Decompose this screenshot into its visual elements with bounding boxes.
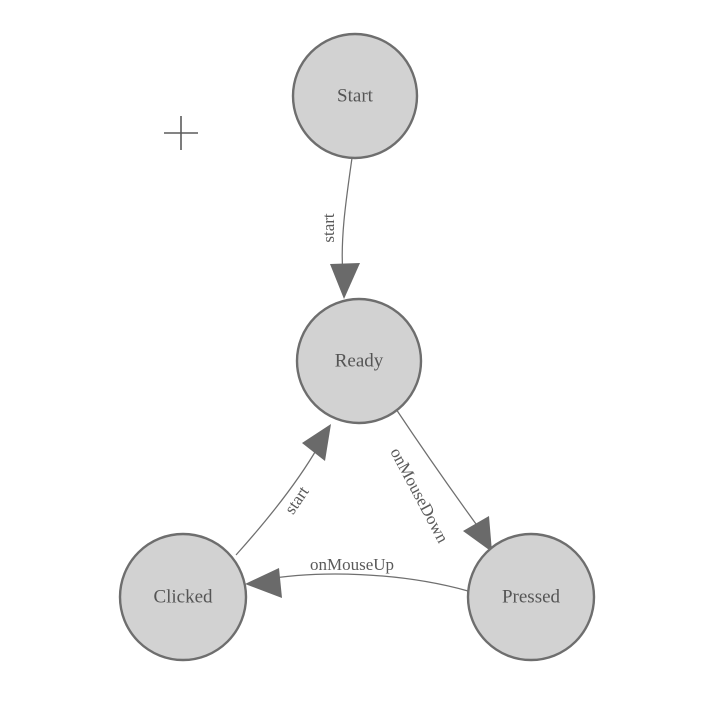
edge-label-ready-to-pressed: onMouseDown <box>386 445 452 547</box>
node-ready[interactable]: Ready <box>295 297 423 425</box>
node-ready-label: Ready <box>335 350 384 371</box>
edge-clicked-to-ready[interactable]: start <box>235 424 331 556</box>
edge-start-to-ready[interactable]: start <box>319 157 360 299</box>
edge-label-pressed-to-clicked: onMouseUp <box>310 555 394 574</box>
edge-path-start-to-ready <box>341 157 353 277</box>
node-clicked-circle[interactable] <box>118 532 248 662</box>
node-pressed[interactable]: Pressed <box>466 532 596 662</box>
node-pressed-label: Pressed <box>502 586 561 607</box>
node-clicked-label: Clicked <box>153 586 213 607</box>
arrowhead-into-ready-from-start <box>330 263 360 299</box>
node-start-circle[interactable] <box>291 32 419 160</box>
crosshair-icon <box>164 116 198 150</box>
arrowhead-into-pressed <box>463 516 492 552</box>
edge-pressed-to-clicked[interactable]: onMouseUp <box>245 555 469 598</box>
edge-label-start-to-ready: start <box>319 213 338 243</box>
arrowhead-into-ready-from-clicked <box>302 424 331 461</box>
edge-ready-to-pressed[interactable]: onMouseDown <box>386 408 492 552</box>
arrowhead-into-clicked <box>245 568 282 598</box>
node-start[interactable]: Start <box>291 32 419 160</box>
node-clicked[interactable]: Clicked <box>118 532 248 662</box>
edge-path-clicked-to-ready <box>235 446 319 556</box>
node-start-label: Start <box>337 85 374 106</box>
edge-label-clicked-to-ready: start <box>281 482 313 517</box>
node-ready-circle[interactable] <box>295 297 423 425</box>
node-pressed-circle[interactable] <box>466 532 596 662</box>
edge-path-pressed-to-clicked <box>261 573 469 592</box>
edge-path-ready-to-pressed <box>395 408 485 536</box>
